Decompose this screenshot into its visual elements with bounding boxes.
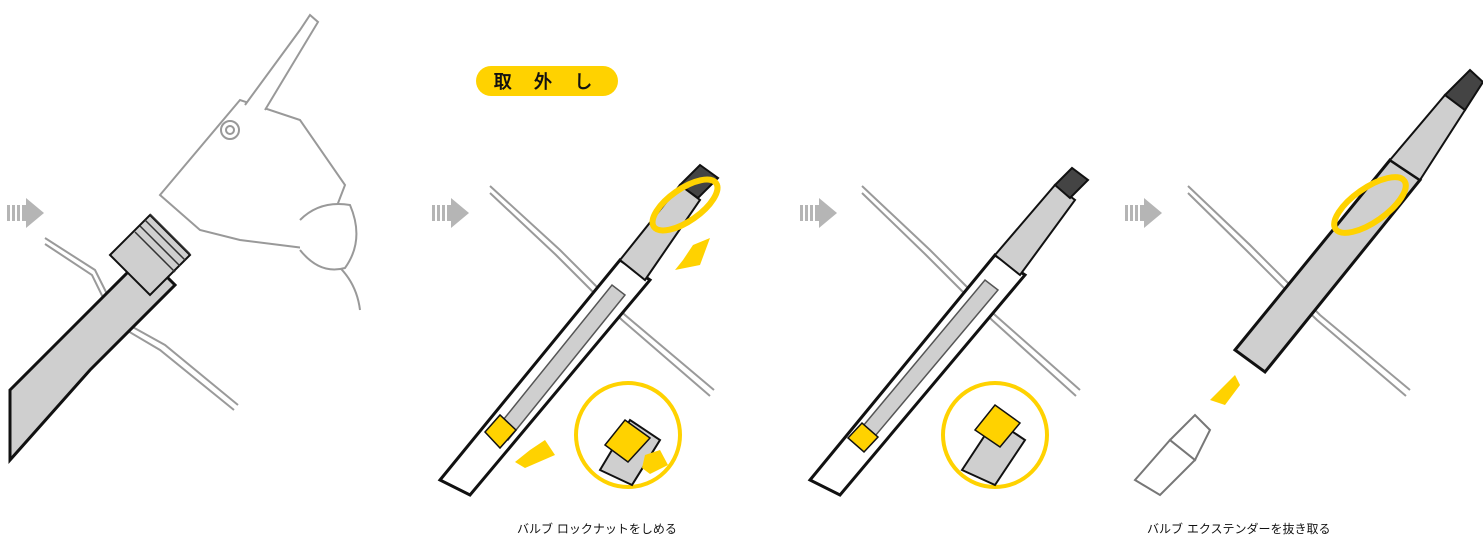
lock-nut bbox=[483, 413, 518, 450]
caption-remove-extender: バルブ エクステンダーを抜き取る bbox=[1147, 521, 1330, 536]
magnify-circle-icon bbox=[941, 381, 1049, 489]
step-arrow-icon bbox=[1125, 198, 1162, 228]
step-arrow-icon bbox=[7, 198, 44, 228]
step-arrow-icon bbox=[800, 198, 837, 228]
direction-arrow-icon bbox=[515, 238, 710, 468]
pump-head bbox=[158, 13, 358, 271]
valve-extender bbox=[1232, 68, 1483, 375]
magnify-circle-icon bbox=[574, 381, 682, 489]
rotate-arrow-icon bbox=[1331, 174, 1409, 236]
valve-core bbox=[1133, 413, 1212, 497]
rotate-arrow-icon bbox=[649, 176, 721, 234]
direction-arrow-icon bbox=[1210, 375, 1240, 405]
step-arrow-icon bbox=[432, 198, 469, 228]
valve-stem bbox=[8, 213, 192, 464]
caption-tighten-locknut: バルブ ロックナットをしめる bbox=[517, 521, 677, 536]
lock-nut bbox=[846, 421, 880, 454]
removal-badge-label: 取 外 し bbox=[493, 72, 601, 93]
panel-pump-head-attached bbox=[7, 13, 361, 464]
removal-badge: 取 外 し bbox=[476, 66, 618, 96]
